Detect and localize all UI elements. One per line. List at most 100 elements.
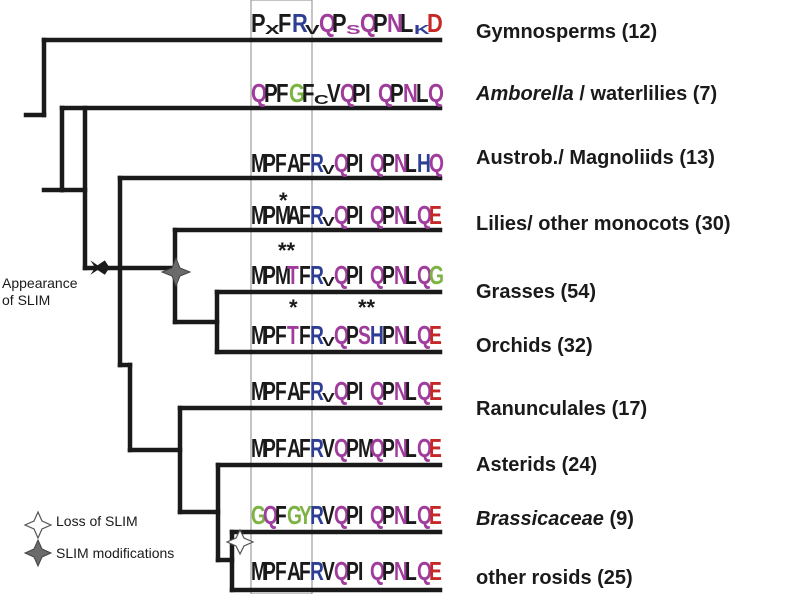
motif-residue: P [346,148,359,178]
motif-residue: L [405,500,418,530]
motif-residue: L [405,556,418,586]
motif-residue: F [274,320,287,350]
motif-residue: L [415,78,429,108]
legend-modification-label: SLIM modifications [56,545,175,561]
motif-residue: Q [428,78,445,108]
motif-residue: P [346,260,359,290]
motif-residue: V [322,556,336,586]
motif-residue: Q [417,200,433,230]
taxon-label-amborella-rest: / waterlilies (7) [573,83,718,105]
motif-residue: N [393,433,408,463]
motif-residue: V [322,162,335,177]
motif-residue: R [291,8,308,38]
motif-residue: G [429,260,445,290]
motif-residue: Q [417,433,433,463]
motif-residue: M [357,433,374,463]
motif-residue: P [262,376,276,406]
motif-residue: Q [429,148,445,178]
motif-residue: Q [339,78,356,108]
motif-residue: F [276,78,289,108]
motif-residue: N [393,260,408,290]
motif-residue: Q [369,148,385,178]
motif-residue: F [274,148,287,178]
motif-residue: M [251,433,268,463]
motif-residue: N [393,320,408,350]
motif-residue: T [286,260,299,290]
motif-residue: A [286,148,301,178]
motif-residue: H [417,148,432,178]
motif-residue: P [346,556,359,586]
motif-residue: L [405,433,418,463]
motif-residue: P [346,500,359,530]
motif-residue: I [357,556,364,586]
motif-residue: Q [417,260,433,290]
motif-residue: L [405,260,418,290]
motif-residue: S [357,320,371,350]
taxon-label-amborella-italic: Amborella [476,83,574,105]
motif-residue: V [322,214,335,229]
motif-residue: V [322,334,335,349]
taxon-label-brassicaceae-rest: (9) [603,508,634,530]
motif-residue: P [381,200,395,230]
motif-residue: D [427,8,444,38]
brassicaceae-loss-marker-icon [225,528,255,556]
motif-residue: M [251,556,268,586]
motif-residue: F [298,260,311,290]
motif-residue: V [305,22,320,37]
motif-residue: E [429,376,442,406]
motif-residue: K [413,22,430,37]
motif-residue: I [357,376,364,406]
motif-residue: Q [369,376,385,406]
motif-residue: F [274,433,287,463]
motif-residue: F [301,78,315,108]
motif-residue: Q [369,556,385,586]
motif-residue: P [262,556,276,586]
motif-residue: G [286,500,302,530]
motif-residue: A [286,200,301,230]
motif-residue: L [405,376,418,406]
motif-residue: Q [334,200,350,230]
taxon-label-amborella: Amborella / waterlilies (7) [476,82,717,106]
motif-residue: P [262,260,276,290]
motif-residue: P [346,200,359,230]
motif-residue: Q [334,148,350,178]
motif-residue: L [405,320,418,350]
motif-residue: P [346,320,359,350]
orchids-asterisks-2: ** [358,295,376,320]
motif-residue: Q [417,500,433,530]
motif-residue: Q [417,556,433,586]
taxon-label-grasses: Grasses (54) [476,281,597,303]
grasses-asterisks: ** [278,238,296,263]
motif-residue: P [381,320,395,350]
motif-residue: R [310,556,325,586]
motif-residue: Q [334,500,350,530]
motif-residue: P [251,8,266,38]
motif-residue: G [289,78,305,108]
motif-residue: M [251,200,268,230]
taxon-label-brassicaceae: Brassicaceae (9) [476,507,634,531]
motif-residue: A [286,376,301,406]
motif-residue: E [429,556,442,586]
appearance-label-line2: of SLIM [2,292,51,308]
motif-residue: V [327,78,341,108]
motif-residue: F [298,200,311,230]
legend-modification: SLIM modifications [56,545,174,561]
motif-residue: E [429,200,442,230]
motif-residue: A [286,556,301,586]
motif-residue: N [403,78,418,108]
appearance-label: Appearance of SLIM [2,275,78,309]
motif-residue: Q [417,320,433,350]
legend-loss-label: Loss of SLIM [56,513,138,529]
motif-residue: F [274,500,287,530]
motif-residue: V [322,274,335,289]
motif-residue: G [251,500,266,530]
motif-residue: P [332,8,347,38]
motif-residue: M [274,260,291,290]
